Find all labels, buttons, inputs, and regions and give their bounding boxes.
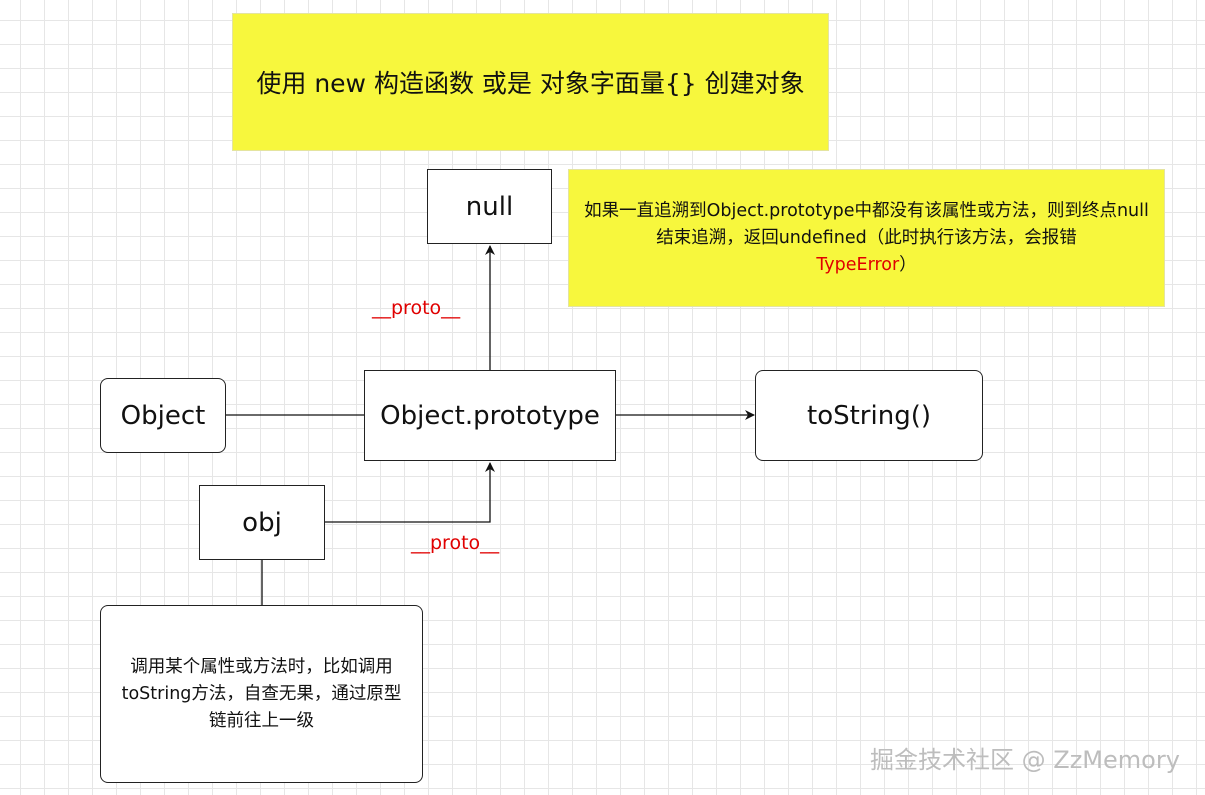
end-of-chain-note-text: 如果一直追溯到Object.prototype中都没有该属性或方法，则到终点nu… — [584, 200, 1149, 248]
title-text: 使用 new 构造函数 或是 对象字面量{} 创建对象 — [256, 69, 805, 98]
tostring-node-label: toString() — [807, 400, 931, 431]
object-prototype-node: Object.prototype — [364, 370, 616, 461]
tostring-node: toString() — [755, 370, 983, 461]
obj-node: obj — [199, 485, 325, 560]
object-prototype-node-label: Object.prototype — [380, 400, 600, 431]
proto-label-obj-to-prototype: __proto__ — [411, 532, 500, 554]
object-node: Object — [100, 378, 226, 453]
proto-label-prototype-to-null: __proto__ — [372, 297, 461, 319]
proto-edge-obj-to-prototype — [325, 462, 495, 523]
end-of-chain-note: 如果一直追溯到Object.prototype中都没有该属性或方法，则到终点nu… — [568, 169, 1165, 307]
lookup-description-note: 调用某个属性或方法时，比如调用toString方法，自查无果，通过原型链前往上一… — [100, 605, 423, 783]
null-node: null — [427, 169, 552, 244]
null-node-label: null — [465, 191, 514, 222]
note-closing-paren: ） — [899, 254, 917, 275]
end-of-chain-note-body: 如果一直追溯到Object.prototype中都没有该属性或方法，则到终点nu… — [579, 198, 1154, 279]
lookup-description-text: 调用某个属性或方法时，比如调用toString方法，自查无果，通过原型链前往上一… — [121, 656, 402, 731]
watermark: 掘金技术社区 @ ZzMemory — [870, 746, 1180, 774]
obj-node-label: obj — [242, 507, 282, 538]
object-node-label: Object — [120, 400, 206, 431]
title-note: 使用 new 构造函数 或是 对象字面量{} 创建对象 — [232, 13, 829, 151]
type-error-label: TypeError — [816, 254, 900, 275]
